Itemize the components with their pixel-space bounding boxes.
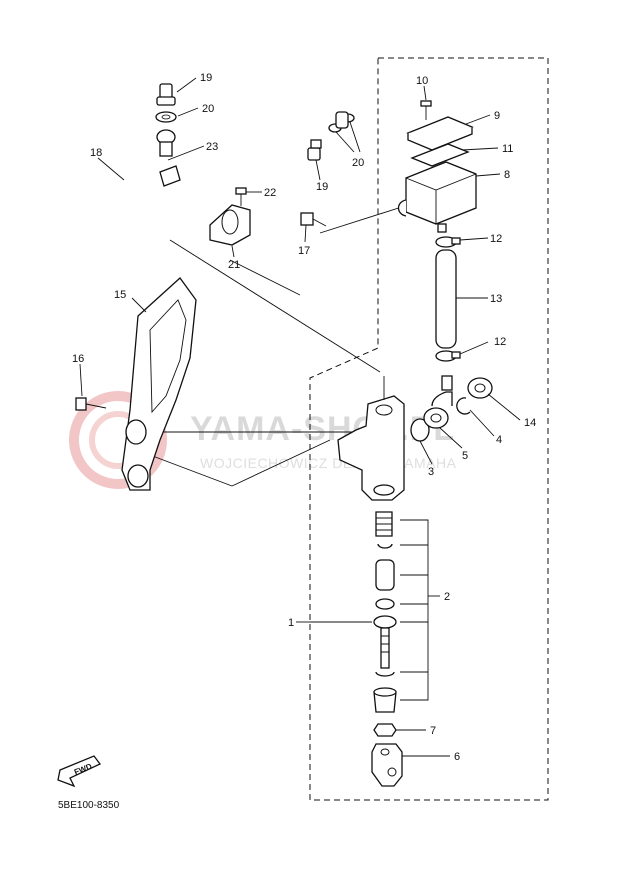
hose-banjo-upper	[156, 129, 176, 157]
master-cylinder-assembly-outline	[309, 57, 549, 801]
part-22-screw	[235, 187, 247, 206]
part-4-circlip	[456, 397, 471, 415]
callout-19-right: 19	[316, 181, 328, 193]
part-8-reservoir	[397, 161, 477, 233]
part-18-brake-hose	[94, 117, 336, 235]
part-11-diaphragm	[410, 143, 470, 167]
callout-8: 8	[504, 169, 510, 181]
part-20-washers-right	[328, 111, 355, 133]
part-16-bolt	[75, 397, 107, 411]
part-14-cap	[467, 377, 493, 399]
callout-14: 14	[524, 417, 536, 429]
part-2-piston-kit	[373, 511, 397, 713]
part-10-screw	[420, 100, 432, 120]
callout-5: 5	[462, 450, 468, 462]
callout-9: 9	[494, 110, 500, 122]
part-21-hose-holder	[209, 204, 251, 246]
fwd-arrow-icon: FWD	[57, 755, 102, 788]
callout-11: 11	[502, 143, 513, 155]
callout-13: 13	[490, 293, 502, 305]
callout-12-lower: 12	[494, 336, 506, 348]
watermark-subtext: WOJCIECHOWICZ DEALER YAMAHA	[200, 455, 457, 471]
diagram-code: 5BE100-8350	[58, 800, 120, 811]
callout-20-upper: 20	[202, 103, 214, 115]
part-19-union-bolt-upper	[156, 83, 176, 106]
callout-17: 17	[298, 245, 310, 257]
reference-lines	[149, 204, 409, 623]
part-15-heel-guard	[121, 277, 197, 491]
callout-22: 22	[264, 187, 276, 199]
part-12-hose-clamp-upper	[435, 236, 461, 248]
callout-19-upper: 19	[200, 72, 212, 84]
callout-21: 21	[228, 259, 240, 271]
part-7-nut	[373, 723, 397, 737]
callout-18: 18	[90, 147, 102, 159]
callout-16: 16	[72, 353, 84, 365]
part-13-reservoir-hose	[435, 249, 457, 349]
part-9-reservoir-cap	[406, 116, 474, 151]
callout-labels: 1 2 3 4 5 6 7 8 9 10 11 12 13 12 14 15 1…	[72, 72, 536, 763]
watermark-logo	[69, 391, 167, 489]
callout-15: 15	[114, 289, 126, 301]
callout-4: 4	[496, 434, 502, 446]
part-19-union-bolt-right	[307, 139, 322, 161]
part-12-hose-clamp-lower	[435, 350, 461, 362]
callout-23: 23	[206, 141, 218, 153]
kit-bracket-lines	[400, 519, 440, 701]
callout-6: 6	[454, 751, 460, 763]
part-20-washer-upper	[155, 111, 177, 123]
part-5-hose-joint	[423, 407, 449, 429]
callout-1: 1	[288, 617, 294, 629]
callout-12-upper: 12	[490, 233, 502, 245]
callout-2: 2	[444, 591, 450, 603]
part-17-bolt	[300, 212, 327, 227]
callout-leaders	[79, 77, 521, 757]
watermark-text: YAMA-SHOP.PL	[190, 410, 455, 448]
callout-20-right: 20	[352, 157, 364, 169]
hose-joint-fitting	[431, 375, 453, 407]
master-cylinder-body	[337, 376, 405, 501]
assembly-outlines	[309, 57, 549, 801]
part-23-hose-clip	[159, 165, 181, 187]
part-6-clevis	[371, 743, 403, 787]
callout-10: 10	[416, 75, 428, 87]
callout-7: 7	[430, 725, 436, 737]
callout-3: 3	[428, 466, 434, 478]
